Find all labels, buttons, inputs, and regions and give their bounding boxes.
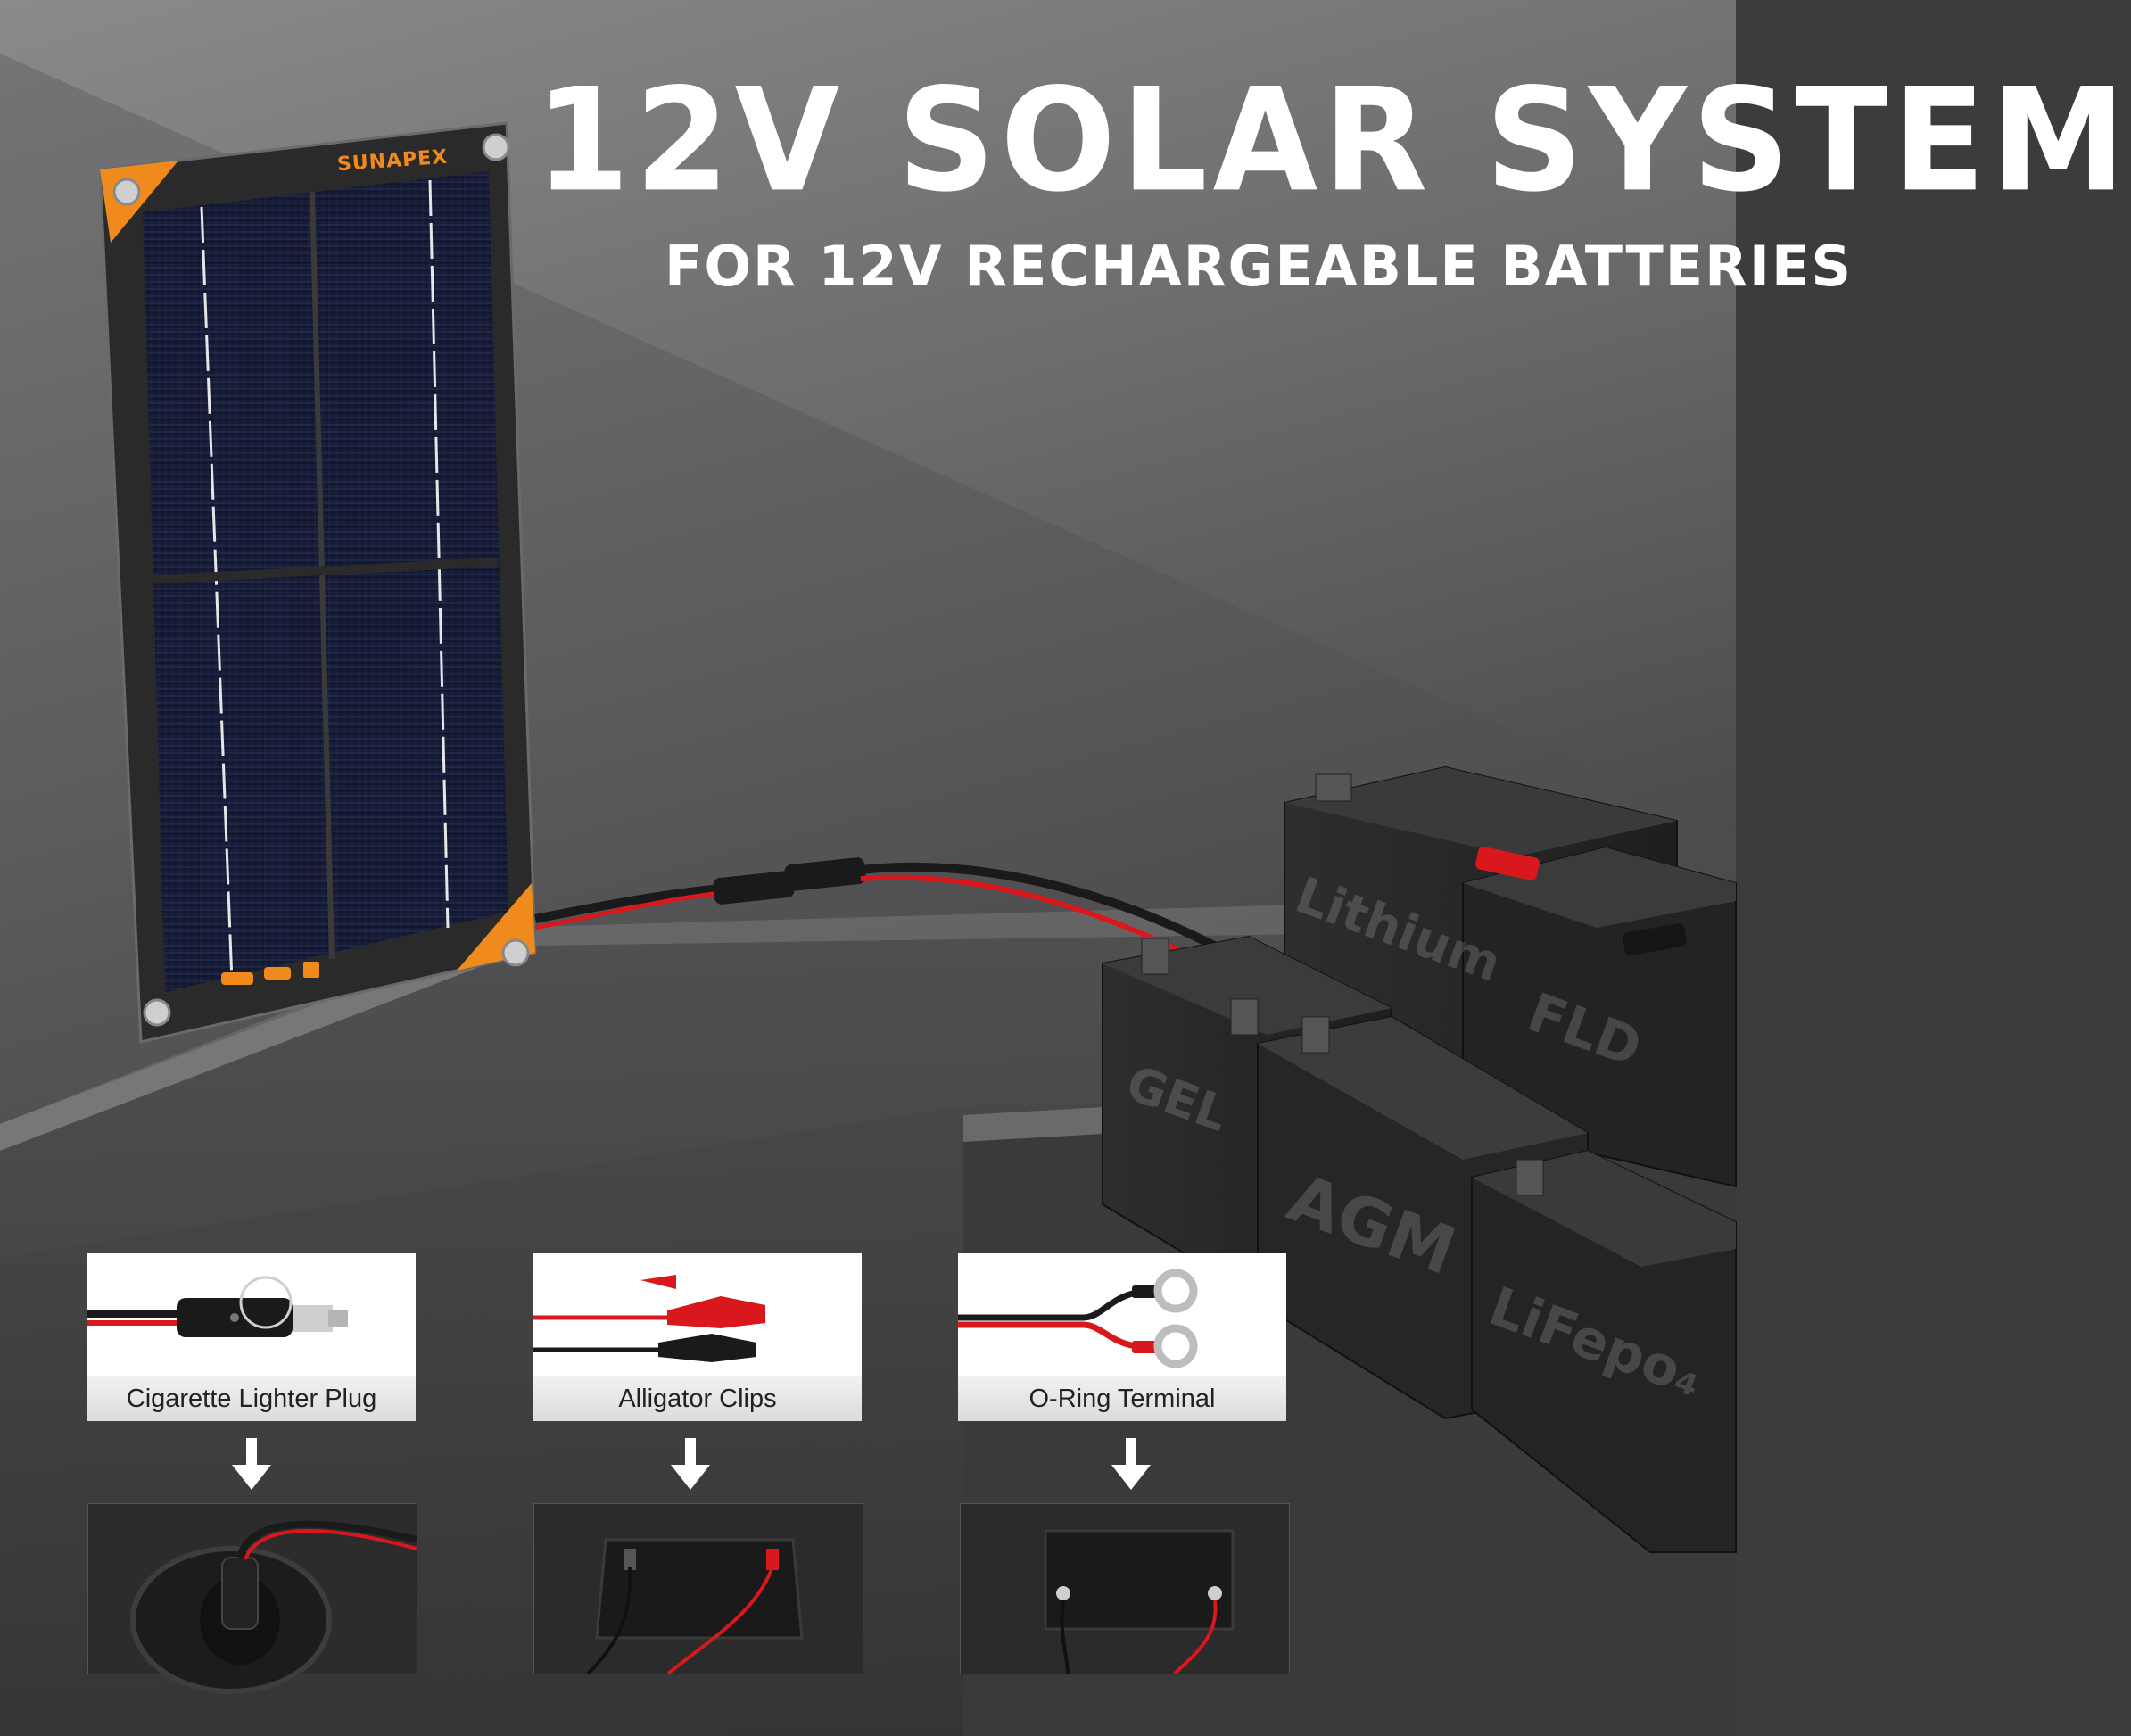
connector-label: Cigarette Lighter Plug bbox=[87, 1376, 416, 1421]
usage-photo-battery-clips bbox=[533, 1503, 863, 1675]
red-clamp bbox=[1475, 847, 1540, 880]
scene-illustration bbox=[0, 121, 1737, 1736]
battery-lifepo4 bbox=[1471, 1149, 1737, 1553]
connector-card-cigarette-lighter: Cigarette Lighter Plug bbox=[87, 1253, 416, 1421]
o-ring-terminal-icon bbox=[958, 1253, 1286, 1376]
alligator-clips-icon bbox=[533, 1253, 862, 1376]
page-subtitle: FOR 12V RECHARGEABLE BATTERIES bbox=[665, 234, 1853, 299]
down-arrow-icon bbox=[232, 1438, 271, 1490]
inline-connector bbox=[713, 857, 866, 905]
usage-photo-car-socket bbox=[87, 1503, 417, 1694]
connector-card-o-ring-terminal: O-Ring Terminal bbox=[958, 1253, 1286, 1421]
connector-card-alligator-clips: Alligator Clips bbox=[533, 1253, 862, 1421]
solar-panel bbox=[98, 121, 537, 1044]
connector-label: Alligator Clips bbox=[533, 1376, 862, 1421]
down-arrow-icon bbox=[1111, 1438, 1151, 1490]
cigarette-lighter-plug-icon bbox=[87, 1253, 416, 1376]
connector-label: O-Ring Terminal bbox=[958, 1376, 1286, 1421]
page-title: 12V SOLAR SYSTEM bbox=[535, 57, 2131, 224]
down-arrow-icon bbox=[671, 1438, 710, 1490]
usage-photo-ring-terminal bbox=[960, 1503, 1290, 1675]
black-clamp bbox=[1623, 923, 1687, 955]
